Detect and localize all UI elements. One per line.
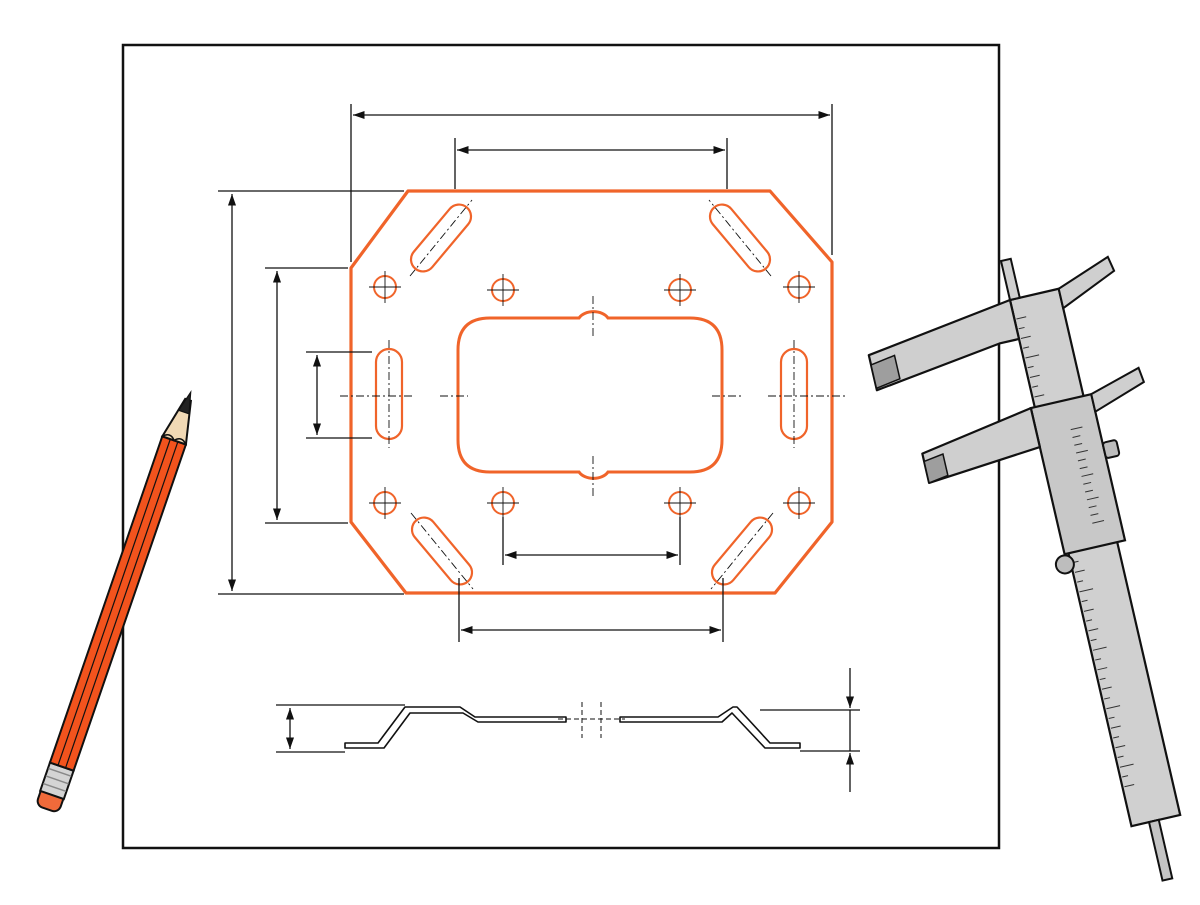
side-profile — [344, 706, 801, 749]
dimensions — [218, 104, 833, 642]
drawing-sheet — [121, 43, 1001, 850]
hole-center-marks — [369, 271, 815, 519]
side-view — [276, 668, 860, 792]
center-cutout — [456, 310, 724, 480]
slot-centerlines — [340, 296, 848, 496]
pencil-icon — [36, 389, 193, 813]
top-view — [340, 189, 848, 595]
side-view-centerline — [558, 702, 625, 738]
side-view-dimensions — [276, 668, 860, 792]
plate-outline — [349, 189, 834, 595]
diagonal-slot-centerlines — [409, 199, 774, 590]
caliper-icon — [867, 255, 1182, 882]
